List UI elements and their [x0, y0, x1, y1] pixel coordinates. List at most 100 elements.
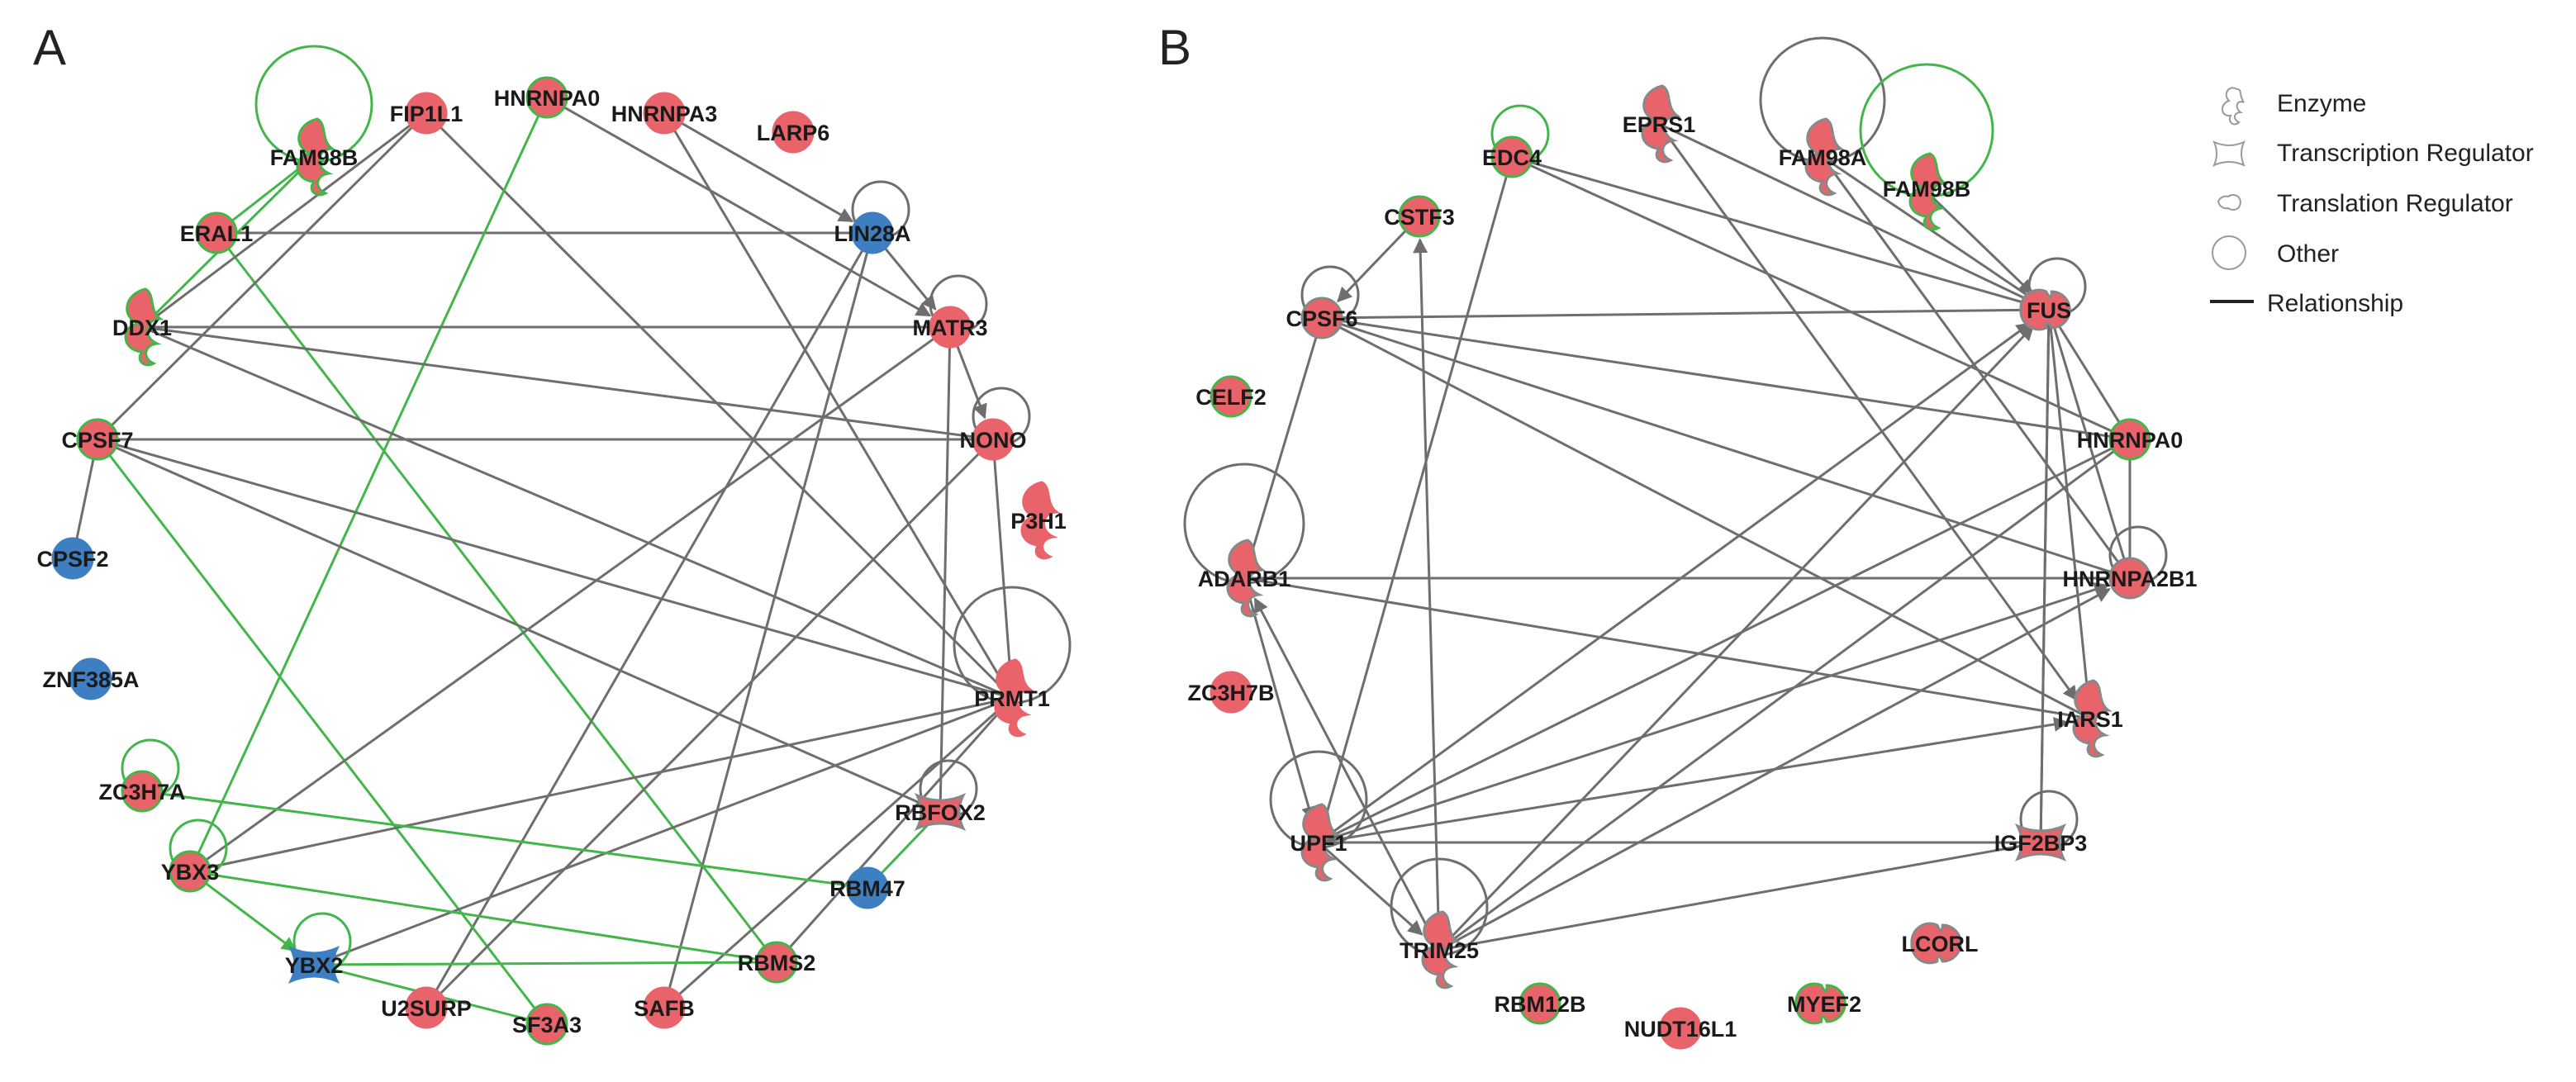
- edge-cpsf6-hnrnpa0: [1321, 316, 2131, 441]
- panel-b-label: B: [1158, 20, 1191, 75]
- node-ddx1[interactable]: DDX1: [112, 287, 172, 367]
- node-shape-enzyme: [1300, 803, 1341, 882]
- node-label: HNRNPA2B1: [2062, 567, 2197, 591]
- node-hnrnpa3[interactable]: HNRNPA3: [611, 92, 718, 135]
- node-trim25[interactable]: TRIM25: [1400, 910, 1479, 989]
- node-shape-translation: [2019, 288, 2071, 331]
- legend-label: Transcription Regulator: [2277, 140, 2534, 167]
- edge-prmt1-rbms2: [775, 697, 1014, 963]
- node-shape-circle: [972, 418, 1015, 461]
- edge-cpsf7-prmt1: [97, 438, 1013, 700]
- node-lin28a[interactable]: LIN28A: [834, 211, 911, 254]
- node-shape-circle: [851, 211, 894, 254]
- node-u2surp[interactable]: U2SURP: [381, 986, 472, 1029]
- node-p3h1[interactable]: P3H1: [1010, 481, 1067, 560]
- node-cpsf6[interactable]: CPSF6: [1286, 297, 1358, 339]
- node-label: LCORL: [1902, 932, 1979, 956]
- edge-upf1-hnrnpa0: [1318, 438, 2131, 844]
- node-shape-enzyme: [1421, 910, 1461, 989]
- node-shape-circle: [772, 111, 815, 154]
- node-label: HNRNPA3: [611, 102, 718, 126]
- edge-nono-prmt1: [991, 439, 1014, 699]
- node-fam98b[interactable]: FAM98B: [1883, 152, 1971, 231]
- node-larp6[interactable]: LARP6: [757, 111, 830, 154]
- edge-prmt1-ybx3: [189, 696, 1013, 873]
- node-fip1l1[interactable]: FIP1L1: [390, 92, 463, 135]
- node-fus[interactable]: FUS: [2019, 288, 2071, 331]
- node-label: YBX2: [285, 953, 344, 978]
- node-label: FIP1L1: [390, 102, 463, 126]
- node-label: UPF1: [1290, 831, 1347, 856]
- node-nudt16l1[interactable]: NUDT16L1: [1624, 1007, 1737, 1050]
- node-prmt1[interactable]: PRMT1: [974, 658, 1050, 738]
- node-shape-enzyme: [124, 287, 164, 367]
- legend: Enzyme Transcription Regulator Translati…: [2210, 87, 2534, 317]
- node-cpsf7[interactable]: CPSF7: [61, 418, 134, 461]
- edge-fus-hnrnpa0: [2047, 309, 2132, 440]
- node-label: LIN28A: [834, 221, 910, 246]
- node-shape-circle: [1490, 135, 1533, 178]
- node-label: MATR3: [913, 316, 988, 340]
- edge-cpsf7-sf3a3: [96, 439, 549, 1025]
- legend-label: Translation Regulator: [2277, 190, 2513, 217]
- node-rbm12b[interactable]: RBM12B: [1494, 982, 1586, 1025]
- node-rbms2[interactable]: RBMS2: [738, 941, 816, 984]
- panel-a-self-loops: [121, 45, 1072, 971]
- edge-adarb1-iars1: [1243, 577, 2091, 720]
- node-cstf3[interactable]: CSTF3: [1384, 195, 1455, 238]
- node-eprs1[interactable]: EPRS1: [1623, 84, 1696, 164]
- node-fam98b[interactable]: FAM98B: [270, 117, 359, 197]
- node-iars1[interactable]: IARS1: [2057, 679, 2123, 758]
- node-label: SF3A3: [512, 1013, 582, 1037]
- edge-matr3-ybx3: [189, 325, 951, 873]
- node-fam98a[interactable]: FAM98A: [1779, 117, 1867, 197]
- node-zc3h7a[interactable]: ZC3H7A: [98, 770, 186, 813]
- node-adarb1[interactable]: ADARB1: [1198, 539, 1291, 618]
- node-celf2[interactable]: CELF2: [1195, 375, 1267, 418]
- node-lcorl[interactable]: LCORL: [1902, 922, 1979, 965]
- edge-nono-u2surp: [425, 438, 995, 1009]
- edge-trim25-adarb1: [1253, 597, 1441, 951]
- node-igf2bp3[interactable]: IGF2BP3: [1994, 823, 2088, 861]
- node-matr3[interactable]: MATR3: [913, 306, 988, 349]
- node-sf3a3[interactable]: SF3A3: [512, 1003, 582, 1046]
- node-eral1[interactable]: ERAL1: [180, 211, 254, 254]
- node-rbm47[interactable]: RBM47: [829, 866, 905, 909]
- node-label: ZC3H7B: [1187, 681, 1274, 705]
- node-label: MYEF2: [1787, 992, 1861, 1017]
- edge-eprs1-iars1: [1657, 123, 2078, 701]
- node-nono[interactable]: NONO: [960, 418, 1027, 461]
- node-label: YBX3: [161, 860, 220, 885]
- legend-item-translation-regulator: Translation Regulator: [2217, 190, 2513, 217]
- edge-fus-hnrnpa2b1: [2047, 309, 2132, 579]
- node-cpsf2[interactable]: CPSF2: [36, 537, 109, 580]
- node-rbfox2[interactable]: RBFOX2: [895, 793, 986, 831]
- edge-edc4-upf1: [1317, 156, 1514, 843]
- edge-trim25-fus: [1438, 325, 2034, 951]
- edge-prmt1-ybx2: [313, 696, 1013, 966]
- node-label: RBFOX2: [895, 800, 986, 825]
- node-shape-circle: [643, 92, 686, 135]
- edge-cpsf6-iars1: [1321, 316, 2091, 720]
- node-zc3h7b[interactable]: ZC3H7B: [1187, 671, 1275, 714]
- edge-lin28a-safb: [663, 232, 874, 1008]
- node-safb[interactable]: SAFB: [634, 986, 695, 1029]
- node-label: HNRNPA0: [494, 86, 601, 111]
- node-label: HNRNPA0: [2077, 428, 2184, 453]
- node-znf385a[interactable]: ZNF385A: [42, 657, 140, 700]
- node-label: IGF2BP3: [1994, 831, 2088, 856]
- node-ybx3[interactable]: YBX3: [161, 850, 220, 893]
- edge-upf1-iars1: [1318, 717, 2070, 844]
- node-edc4[interactable]: EDC4: [1482, 135, 1542, 178]
- legend-item-relationship: Relationship: [2210, 290, 2403, 317]
- edge-fip1l1-cpsf7: [96, 112, 428, 441]
- node-myef2[interactable]: MYEF2: [1787, 982, 1861, 1025]
- node-shape-circle: [1210, 671, 1252, 714]
- node-hnrnpa2b1[interactable]: HNRNPA2B1: [2062, 557, 2198, 600]
- node-upf1[interactable]: UPF1: [1290, 803, 1347, 882]
- node-hnrnpa0[interactable]: HNRNPA0: [2077, 418, 2184, 461]
- node-ybx2[interactable]: YBX2: [285, 946, 344, 984]
- node-hnrnpa0[interactable]: HNRNPA0: [494, 76, 601, 119]
- edge-fam98a-hnrnpa2b1: [1821, 156, 2132, 579]
- enzyme-icon: [2222, 87, 2245, 126]
